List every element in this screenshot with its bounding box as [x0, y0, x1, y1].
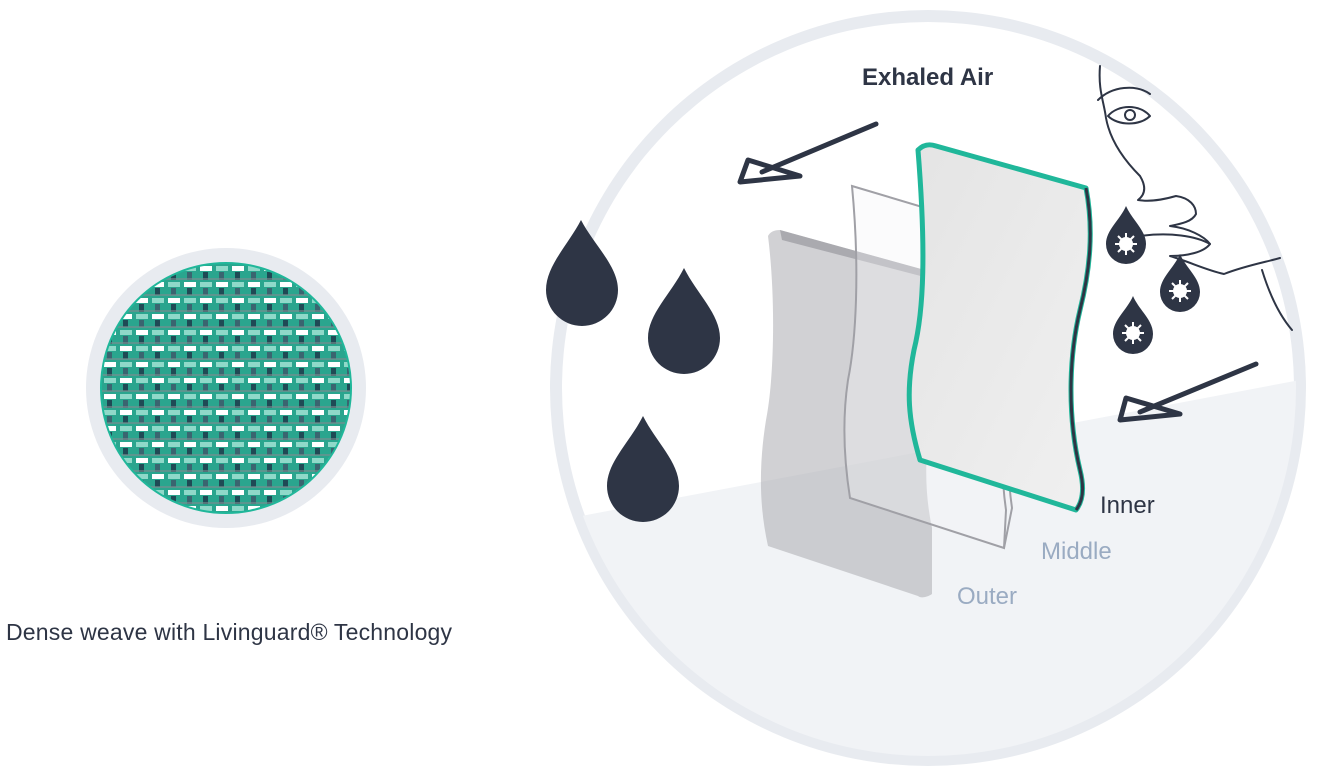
exhaled-air-label: Exhaled Air — [862, 64, 994, 91]
weave-magnifier — [86, 248, 366, 528]
virus-droplet-icon — [1106, 206, 1146, 264]
middle-layer-label: Middle — [1041, 538, 1112, 565]
arrow-icon — [737, 121, 879, 185]
inner-layer-label: Inner — [1100, 492, 1155, 519]
droplet-icon — [607, 416, 679, 522]
weave-caption: Dense weave with Livinguard® Technology — [6, 619, 453, 645]
virus-droplet-icon — [1113, 296, 1153, 354]
inner-layer — [906, 142, 1093, 513]
face-outline — [1097, 65, 1293, 331]
outer-layer-label: Outer — [957, 583, 1018, 610]
outer-layer — [760, 230, 941, 598]
droplet-icon — [648, 268, 720, 374]
droplet-icon — [546, 220, 618, 326]
arrow-icon — [1117, 361, 1259, 423]
virus-droplet-icon — [1160, 254, 1200, 312]
